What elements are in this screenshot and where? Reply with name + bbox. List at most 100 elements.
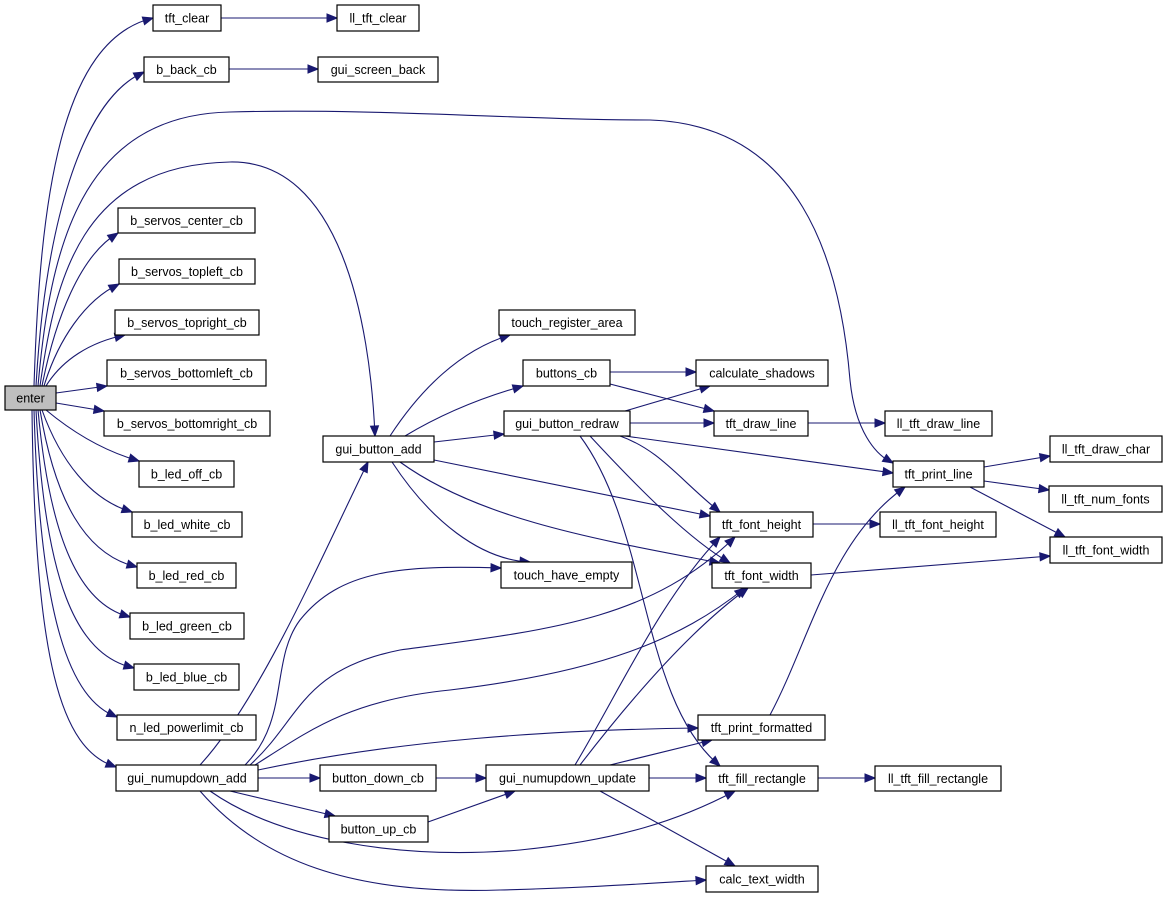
arrowhead-icon	[120, 504, 134, 514]
node-box	[152, 4, 222, 32]
node-box	[498, 309, 636, 336]
edge-line	[574, 536, 721, 766]
node-calculate-shadows[interactable]: calculate_shadows	[695, 359, 829, 387]
edge-line	[624, 385, 711, 412]
node-calc-text-width[interactable]: calc_text_width	[705, 865, 819, 893]
edge-line	[31, 409, 117, 768]
node-gui-numupdown-add[interactable]: gui_numupdown_add	[115, 764, 259, 792]
node-tft-print-formatted[interactable]: tft_print_formatted	[697, 714, 826, 741]
edge-line	[33, 17, 154, 387]
arrowhead-icon	[106, 232, 120, 243]
node-label: b_led_green_cb	[142, 620, 232, 634]
node-b-servos-topleft-cb[interactable]: b_servos_topleft_cb	[118, 258, 256, 285]
node-label: button_down_cb	[332, 772, 424, 786]
arrowhead-icon	[309, 773, 322, 783]
node-gui-numupdown-update[interactable]: gui_numupdown_update	[485, 764, 650, 792]
node-label: b_servos_center_cb	[130, 214, 243, 228]
node-label: buttons_cb	[536, 367, 597, 381]
edge-line	[37, 409, 131, 618]
node-n-led-powerlimit-cb[interactable]: n_led_powerlimit_cb	[116, 714, 257, 741]
node-ll-tft-fill-rectangle[interactable]: ll_tft_fill_rectangle	[874, 765, 1002, 792]
node-box	[884, 410, 993, 437]
edge-line	[579, 435, 721, 767]
node-button-up-cb[interactable]: button_up_cb	[328, 815, 429, 843]
arrowhead-icon	[104, 758, 118, 768]
edge-gui_numupdown_add-to-tft_print_formatted	[257, 723, 700, 771]
node-tft-print-line[interactable]: tft_print_line	[892, 460, 985, 488]
node-gui-screen-back[interactable]: gui_screen_back	[317, 56, 439, 83]
node-b-servos-center-cb[interactable]: b_servos_center_cb	[117, 207, 256, 234]
node-box	[892, 460, 985, 488]
node-b-led-off-cb[interactable]: b_led_off_cb	[138, 460, 235, 488]
node-enter[interactable]: enter	[4, 385, 57, 411]
arrowhead-icon	[307, 64, 320, 74]
node-b-servos-bottomleft-cb[interactable]: b_servos_bottomleft_cb	[106, 359, 267, 387]
arrowhead-icon	[881, 453, 895, 464]
node-touch-register-area[interactable]: touch_register_area	[498, 309, 636, 336]
node-ll-tft-draw-char[interactable]: ll_tft_draw_char	[1049, 435, 1163, 463]
node-tft-fill-rectangle[interactable]: tft_fill_rectangle	[705, 765, 819, 792]
node-tft-clear[interactable]: tft_clear	[152, 4, 222, 32]
node-b-led-red-cb[interactable]: b_led_red_cb	[136, 562, 237, 589]
arrowhead-icon	[723, 790, 737, 801]
edge-line	[41, 232, 119, 387]
node-box	[874, 765, 1002, 792]
node-label: ll_tft_clear	[350, 12, 407, 26]
node-tft-font-width[interactable]: tft_font_width	[711, 562, 812, 589]
node-b-back-cb[interactable]: b_back_cb	[143, 56, 230, 83]
node-ll-tft-clear[interactable]: ll_tft_clear	[336, 4, 420, 32]
edge-enter-to-b_servos_topleft_cb	[43, 283, 121, 387]
node-b-servos-topright-cb[interactable]: b_servos_topright_cb	[114, 309, 260, 336]
node-box	[1049, 435, 1163, 463]
node-label: b_led_blue_cb	[146, 671, 227, 685]
node-ll-tft-font-width[interactable]: ll_tft_font_width	[1049, 536, 1163, 564]
node-ll-tft-draw-line[interactable]: ll_tft_draw_line	[884, 410, 993, 437]
node-box	[4, 385, 57, 411]
node-b-servos-bottomright-cb[interactable]: b_servos_bottomright_cb	[103, 410, 271, 437]
edge-tft_print_line-to-ll_tft_draw_char	[983, 453, 1052, 468]
node-touch-have-empty[interactable]: touch_have_empty	[500, 561, 633, 589]
node-label: tft_draw_line	[726, 417, 797, 431]
edge-gui_button_add-to-gui_button_redraw	[433, 430, 506, 443]
edge-line	[433, 433, 505, 443]
node-ll-tft-font-height[interactable]: ll_tft_font_height	[879, 511, 997, 538]
arrowhead-icon	[118, 609, 132, 619]
edge-enter-to-gui_button_add	[39, 161, 380, 438]
node-label: tft_font_height	[722, 518, 802, 532]
nodes-layer: enter tft_clear ll_tft_clear b_back_cb gui_s…	[4, 4, 1163, 893]
node-gui-button-add[interactable]: gui_button_add	[322, 435, 435, 463]
arrowhead-icon	[709, 536, 721, 548]
edge-line	[199, 790, 707, 892]
node-box	[322, 435, 435, 463]
node-ll-tft-num-fonts[interactable]: ll_tft_num_fonts	[1048, 485, 1163, 513]
node-b-led-white-cb[interactable]: b_led_white_cb	[131, 511, 243, 538]
node-label: b_servos_topright_cb	[127, 316, 247, 330]
edge-line	[209, 790, 736, 854]
arrowhead-icon	[869, 519, 882, 529]
node-buttons-cb[interactable]: buttons_cb	[522, 359, 611, 387]
node-button-down-cb[interactable]: button_down_cb	[319, 764, 437, 792]
arrowhead-icon	[695, 875, 708, 886]
arrowhead-icon	[122, 660, 136, 670]
arrowhead-icon	[893, 486, 907, 498]
node-label: ll_tft_fill_rectangle	[888, 772, 988, 786]
node-label: gui_numupdown_add	[127, 772, 247, 786]
arrowhead-icon	[125, 559, 139, 569]
node-box	[1048, 485, 1163, 513]
edge-gui_numupdown_update-to-tft_fill_rectangle	[649, 773, 708, 783]
arrowhead-icon	[708, 501, 722, 513]
node-b-led-green-cb[interactable]: b_led_green_cb	[129, 612, 245, 640]
node-tft-draw-line[interactable]: tft_draw_line	[713, 410, 809, 437]
node-b-led-blue-cb[interactable]: b_led_blue_cb	[133, 663, 240, 691]
node-tft-font-height[interactable]: tft_font_height	[709, 511, 814, 538]
node-label: tft_font_width	[724, 569, 798, 583]
arrowhead-icon	[511, 384, 525, 394]
node-label: n_led_powerlimit_cb	[130, 721, 244, 735]
node-box	[697, 714, 826, 741]
node-box	[336, 4, 420, 32]
node-box	[328, 815, 429, 843]
node-label: tft_clear	[165, 12, 209, 26]
node-label: button_up_cb	[341, 823, 417, 837]
node-box	[711, 562, 812, 589]
node-gui-button-redraw[interactable]: gui_button_redraw	[503, 410, 631, 437]
